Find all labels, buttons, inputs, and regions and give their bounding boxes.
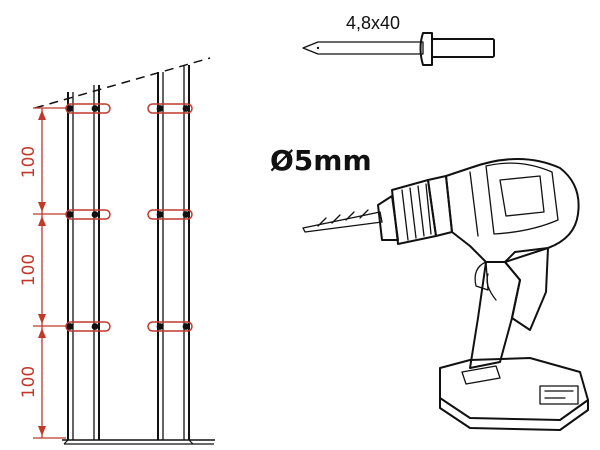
dimension-lines — [33, 107, 66, 439]
rivet-markers — [65, 103, 193, 332]
drill-body — [445, 158, 580, 263]
drill-battery — [439, 357, 589, 431]
blind-rivet-icon — [302, 32, 495, 66]
rivet-illustration: 4,8x40 — [302, 13, 495, 66]
rivet-marker — [147, 321, 193, 332]
cordless-drill-icon — [302, 158, 589, 431]
base-plate — [62, 439, 215, 445]
rivet-marker — [147, 209, 193, 220]
trigger — [474, 261, 489, 291]
left-post — [67, 85, 100, 440]
post-drawing: 100 100 100 — [19, 57, 215, 445]
drill-bit-size-label: Ø5mm — [270, 144, 372, 177]
drill-chuck — [377, 175, 453, 245]
rivet-size-label: 4,8x40 — [346, 13, 400, 33]
rivet-marker — [65, 209, 111, 220]
top-slope-line — [34, 57, 211, 109]
spacing-label-middle: 100 — [19, 254, 39, 286]
spacing-label-bottom: 100 — [19, 366, 39, 398]
drill-bit — [302, 209, 383, 233]
spacing-label-top: 100 — [19, 146, 39, 178]
right-post — [157, 65, 190, 440]
rivet-marker — [147, 103, 193, 114]
